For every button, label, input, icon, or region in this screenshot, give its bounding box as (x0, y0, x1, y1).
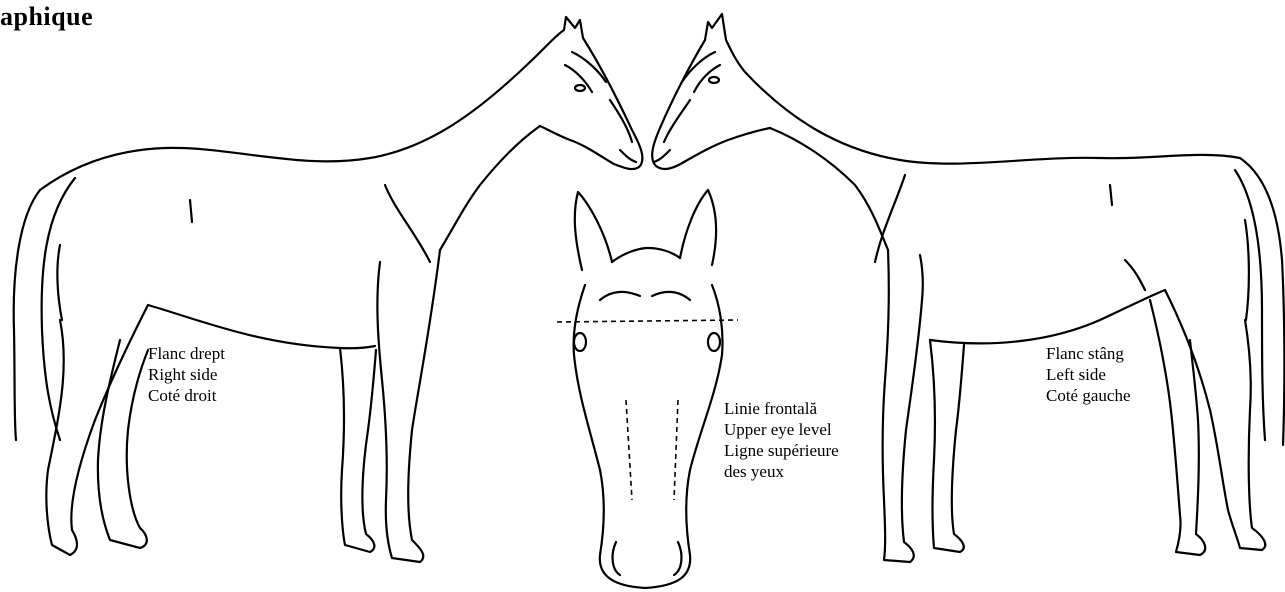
left-horse (14, 17, 643, 562)
right-side-label-fr: Coté droit (148, 385, 225, 406)
head-outline (574, 285, 723, 588)
eye-level-label-fr-2: des yeux (724, 461, 839, 482)
left-side-label: Flanc stâng Left side Coté gauche (1046, 343, 1131, 406)
left-side-label-en: Left side (1046, 364, 1131, 385)
left-horse-foreleg (340, 348, 376, 552)
right-ear (680, 190, 716, 265)
right-side-label-ro: Flanc drept (148, 343, 225, 364)
eye-level-label-en: Upper eye level (724, 419, 839, 440)
left-horse-chest (385, 185, 430, 262)
left-horse-hind-leg (46, 305, 148, 555)
left-side-label-ro: Flanc stâng (1046, 343, 1131, 364)
left-ear (575, 192, 612, 270)
left-horse-tail (14, 190, 40, 440)
right-side-label: Flanc drept Right side Coté droit (148, 343, 225, 406)
left-side-label-fr: Coté gauche (1046, 385, 1131, 406)
eye-level-line (557, 320, 738, 322)
right-horse-foreleg (930, 340, 964, 552)
eye-level-label-ro: Linie frontală (724, 398, 839, 419)
left-horse-belly (148, 305, 375, 348)
right-horse-topline (652, 14, 1240, 169)
left-horse-throat (440, 126, 540, 250)
front-horse-head (574, 190, 723, 588)
eye-level-label: Linie frontală Upper eye level Ligne sup… (724, 398, 839, 482)
right-horse-chest (875, 175, 905, 262)
right-horse-belly (930, 290, 1165, 343)
right-horse-throat (770, 128, 888, 250)
eye-level-label-fr-1: Ligne supérieure (724, 440, 839, 461)
right-side-label-en: Right side (148, 364, 225, 385)
left-horse-topline (40, 17, 642, 190)
